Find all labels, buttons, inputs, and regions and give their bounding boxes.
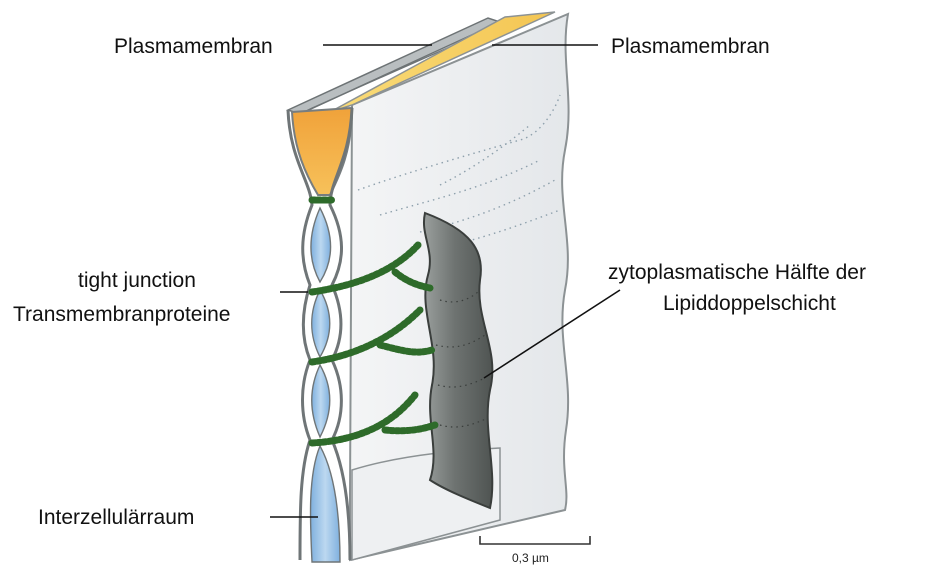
cytoplasm-orange (292, 108, 352, 195)
label-tight-junction: tight junction (78, 269, 196, 292)
label-transmembranproteine: Transmembranproteine (13, 303, 231, 326)
intercellular-space (310, 208, 340, 562)
scale-bar: 0,3 µm (480, 536, 590, 565)
label-zytoplasmatische: zytoplasmatische Hälfte der (608, 261, 866, 284)
label-plasmamembran-right: Plasmamembran (611, 35, 770, 58)
scale-bar-label: 0,3 µm (512, 551, 549, 565)
label-interzellularraum: Interzellulärraum (38, 506, 194, 529)
label-lipiddoppelschicht: Lipiddoppelschicht (663, 292, 836, 315)
label-plasmamembran-left: Plasmamembran (114, 35, 273, 58)
